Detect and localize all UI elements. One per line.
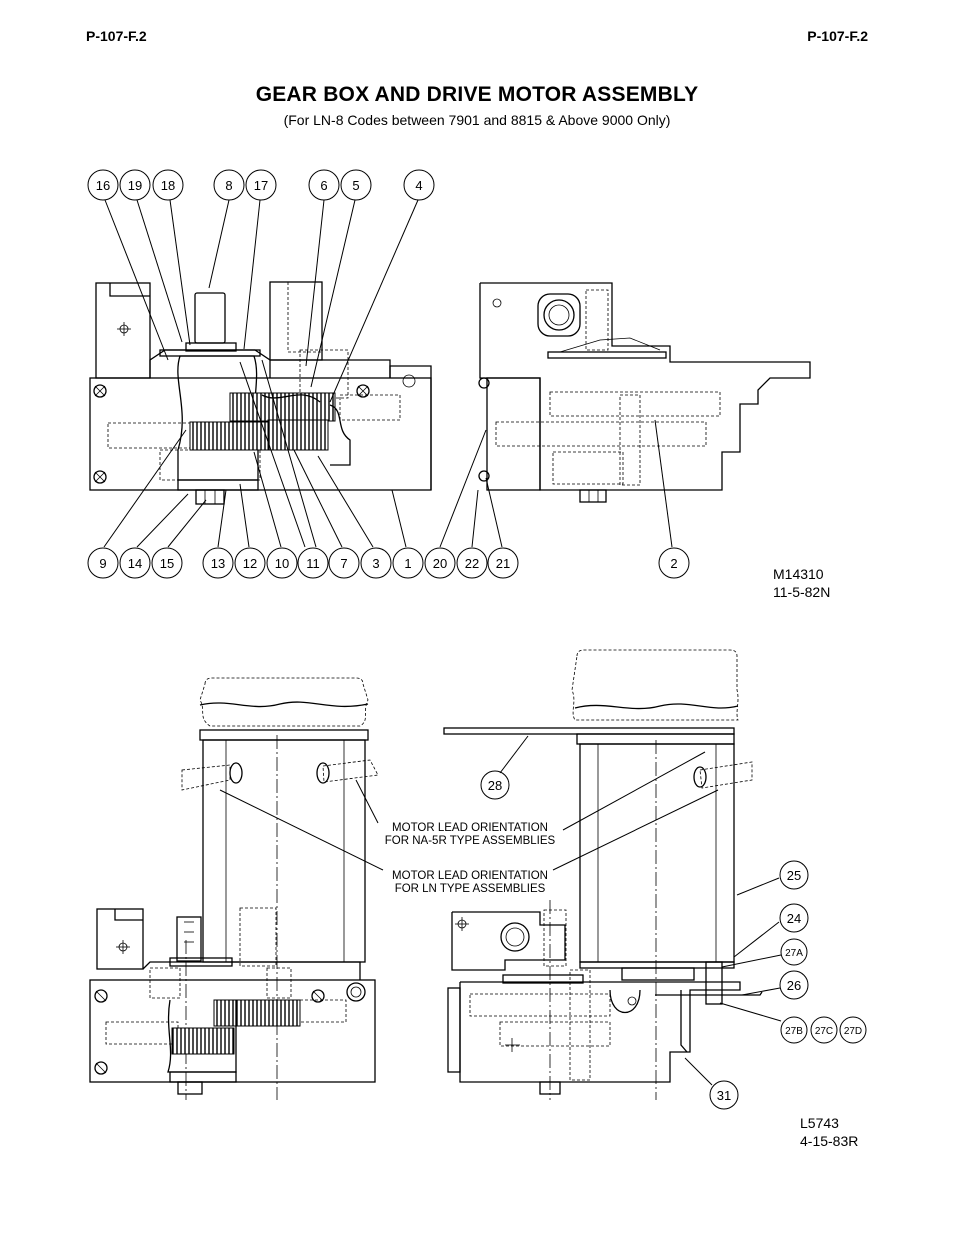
callout-24: 24 — [779, 903, 809, 933]
svg-text:12: 12 — [243, 556, 257, 571]
note-na5r-line2: FOR NA-5R TYPE ASSEMBLIES — [385, 835, 556, 847]
callout-28: 28 — [480, 770, 510, 800]
callout-27d: 27D — [839, 1016, 867, 1044]
svg-text:31: 31 — [717, 1088, 731, 1103]
header-code-left: P-107-F.2 — [86, 28, 147, 44]
callout-27a: 27A — [780, 938, 808, 966]
note-na5r-line1: MOTOR LEAD ORIENTATION — [392, 822, 548, 834]
svg-text:15: 15 — [160, 556, 174, 571]
page-title: GEAR BOX AND DRIVE MOTOR ASSEMBLY — [255, 83, 699, 106]
svg-text:4: 4 — [415, 178, 422, 193]
svg-text:20: 20 — [433, 556, 447, 571]
callouts-bottom-row: 9 14 15 13 12 10 11 7 3 1 20 22 21 2 — [87, 547, 690, 579]
svg-text:2: 2 — [670, 556, 677, 571]
callout-9: 9 — [87, 547, 119, 579]
drawing-date-upper: 11-5-82N — [773, 584, 830, 600]
callout-11: 11 — [297, 547, 329, 579]
svg-text:27B: 27B — [785, 1026, 803, 1037]
callout-16: 16 — [87, 169, 119, 201]
svg-text:16: 16 — [96, 178, 110, 193]
callout-6: 6 — [308, 169, 340, 201]
svg-text:27D: 27D — [844, 1026, 862, 1037]
svg-text:28: 28 — [488, 778, 502, 793]
svg-text:13: 13 — [211, 556, 225, 571]
callout-1: 1 — [392, 547, 424, 579]
drawing-number-lower: L5743 — [800, 1115, 839, 1131]
callout-5: 5 — [340, 169, 372, 201]
callouts-lower-drawing: 28 25 24 27A 26 27B 27C 27D 31 — [480, 770, 867, 1110]
callout-25: 25 — [779, 860, 809, 890]
callout-15: 15 — [151, 547, 183, 579]
svg-text:19: 19 — [128, 178, 142, 193]
svg-text:14: 14 — [128, 556, 142, 571]
callout-8: 8 — [213, 169, 245, 201]
callout-7: 7 — [328, 547, 360, 579]
callout-3: 3 — [360, 547, 392, 579]
svg-text:22: 22 — [465, 556, 479, 571]
drawing-date-lower: 4-15-83R — [800, 1133, 858, 1149]
svg-text:10: 10 — [275, 556, 289, 571]
svg-text:24: 24 — [787, 911, 801, 926]
callout-13: 13 — [202, 547, 234, 579]
callout-26: 26 — [779, 970, 809, 1000]
svg-text:8: 8 — [225, 178, 232, 193]
svg-text:17: 17 — [254, 178, 268, 193]
svg-text:6: 6 — [320, 178, 327, 193]
svg-text:5: 5 — [352, 178, 359, 193]
lower-left-motor-view — [89, 677, 379, 1100]
callout-21: 21 — [487, 547, 519, 579]
svg-text:11: 11 — [306, 556, 320, 571]
svg-text:27C: 27C — [815, 1026, 833, 1037]
motor-lead-notes: MOTOR LEAD ORIENTATION FOR NA-5R TYPE AS… — [385, 822, 556, 895]
svg-text:7: 7 — [340, 556, 347, 571]
callout-31: 31 — [709, 1080, 739, 1110]
drawing-number-upper: M14310 — [773, 566, 824, 582]
svg-text:1: 1 — [404, 556, 411, 571]
callout-18: 18 — [152, 169, 184, 201]
callout-2: 2 — [658, 547, 690, 579]
callout-12: 12 — [234, 547, 266, 579]
svg-text:21: 21 — [496, 556, 510, 571]
drawing-ids: M14310 11-5-82N L5743 4-15-83R — [773, 566, 858, 1149]
callout-17: 17 — [245, 169, 277, 201]
callout-22: 22 — [456, 547, 488, 579]
callout-10: 10 — [266, 547, 298, 579]
page-subtitle: (For LN-8 Codes between 7901 and 8815 & … — [283, 112, 671, 128]
svg-text:18: 18 — [161, 178, 175, 193]
callout-4: 4 — [403, 169, 435, 201]
upper-left-gearbox-view — [89, 281, 432, 505]
svg-text:25: 25 — [787, 868, 801, 883]
header-code-right: P-107-F.2 — [807, 28, 868, 44]
callout-27c: 27C — [810, 1016, 838, 1044]
note-ln-line2: FOR LN TYPE ASSEMBLIES — [395, 883, 546, 895]
svg-text:3: 3 — [372, 556, 379, 571]
svg-text:27A: 27A — [785, 948, 803, 959]
leader-lines — [103, 199, 782, 1086]
lower-right-motor-view — [443, 649, 763, 1100]
callouts-top-row: 16 19 18 8 17 6 5 4 — [87, 169, 435, 201]
svg-text:26: 26 — [787, 978, 801, 993]
note-ln-line1: MOTOR LEAD ORIENTATION — [392, 870, 548, 882]
upper-right-gearbox-view — [478, 282, 811, 503]
callout-14: 14 — [119, 547, 151, 579]
callout-20: 20 — [424, 547, 456, 579]
callout-19: 19 — [119, 169, 151, 201]
svg-text:9: 9 — [99, 556, 106, 571]
callout-27b: 27B — [780, 1016, 808, 1044]
